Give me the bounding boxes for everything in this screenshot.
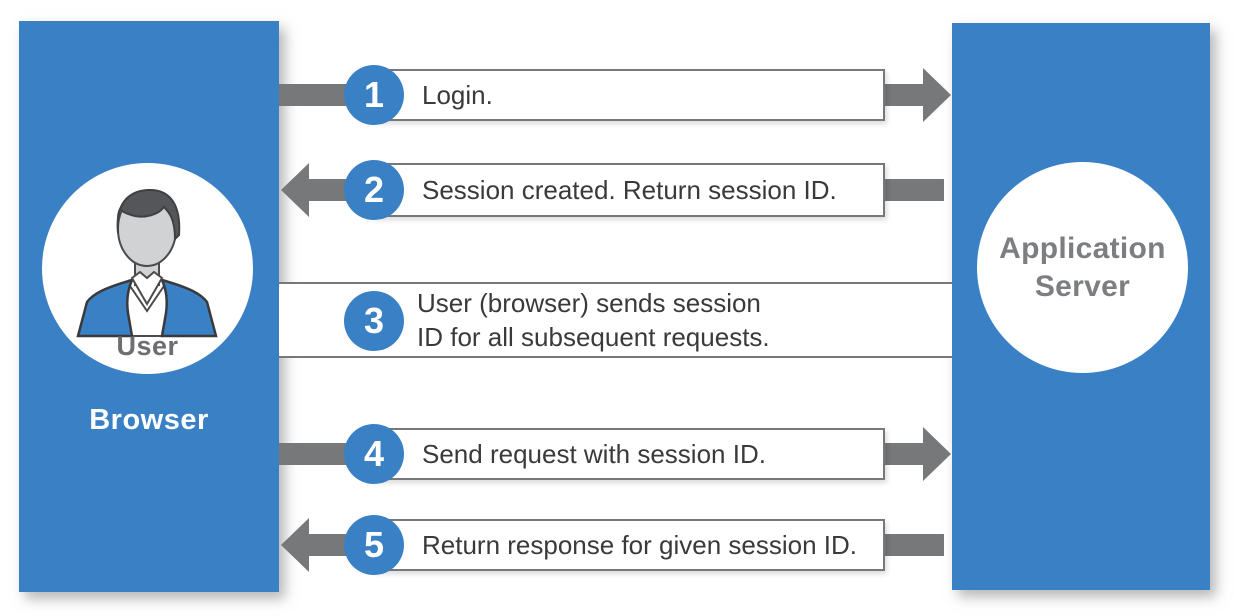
step2-number-badge: 2: [344, 160, 404, 220]
step1-arrow-shaft-right: [885, 84, 923, 106]
step4-number: 4: [363, 433, 385, 474]
step4-number-badge: 4: [344, 424, 404, 484]
step1-message-box: Login.: [372, 69, 885, 121]
step5-number-badge: 5: [344, 515, 404, 575]
step5-message-text: Return response for given session ID.: [422, 530, 857, 560]
browser-panel: User Browser: [19, 21, 279, 592]
step5-number: 5: [363, 524, 385, 565]
browser-panel-title: Browser: [89, 404, 209, 436]
application-server-label: Application Server: [999, 231, 1166, 303]
step5-arrowhead-left-icon: [281, 518, 309, 572]
step2-message-box: Session created. Return session ID.: [372, 163, 885, 217]
step4-arrowhead-right-icon: [923, 427, 951, 481]
step3-number: 3: [363, 300, 385, 341]
user-avatar: User: [42, 163, 253, 374]
step5-arrow-shaft-right: [885, 534, 944, 556]
step1-arrowhead-right-icon: [923, 68, 951, 122]
step3-message-box: User (browser) sends session ID for all …: [279, 282, 952, 358]
step4-arrow-shaft-right: [885, 443, 923, 465]
step1-arrow-shaft-left: [279, 84, 364, 106]
user-label: User: [116, 331, 179, 361]
step1-message-text: Login.: [422, 80, 493, 110]
step4-message-box: Send request with session ID.: [372, 428, 885, 480]
step5-message-box: Return response for given session ID.: [372, 519, 885, 571]
step1-number: 1: [363, 74, 385, 115]
application-server-circle: Application Server: [977, 162, 1188, 373]
step2-message-text: Session created. Return session ID.: [422, 175, 837, 205]
user-avatar-icon: [76, 188, 218, 338]
step4-message-text: Send request with session ID.: [422, 439, 766, 469]
step3-number-badge: 3: [344, 291, 404, 351]
application-server-panel: Application Server: [952, 23, 1210, 590]
step2-arrow-shaft-right: [885, 179, 944, 201]
step1-number-badge: 1: [344, 65, 404, 125]
step3-message-text: User (browser) sends session ID for all …: [417, 288, 770, 352]
step2-number: 2: [363, 169, 385, 210]
step2-arrowhead-left-icon: [281, 163, 309, 217]
step4-arrow-shaft-left: [279, 443, 364, 465]
